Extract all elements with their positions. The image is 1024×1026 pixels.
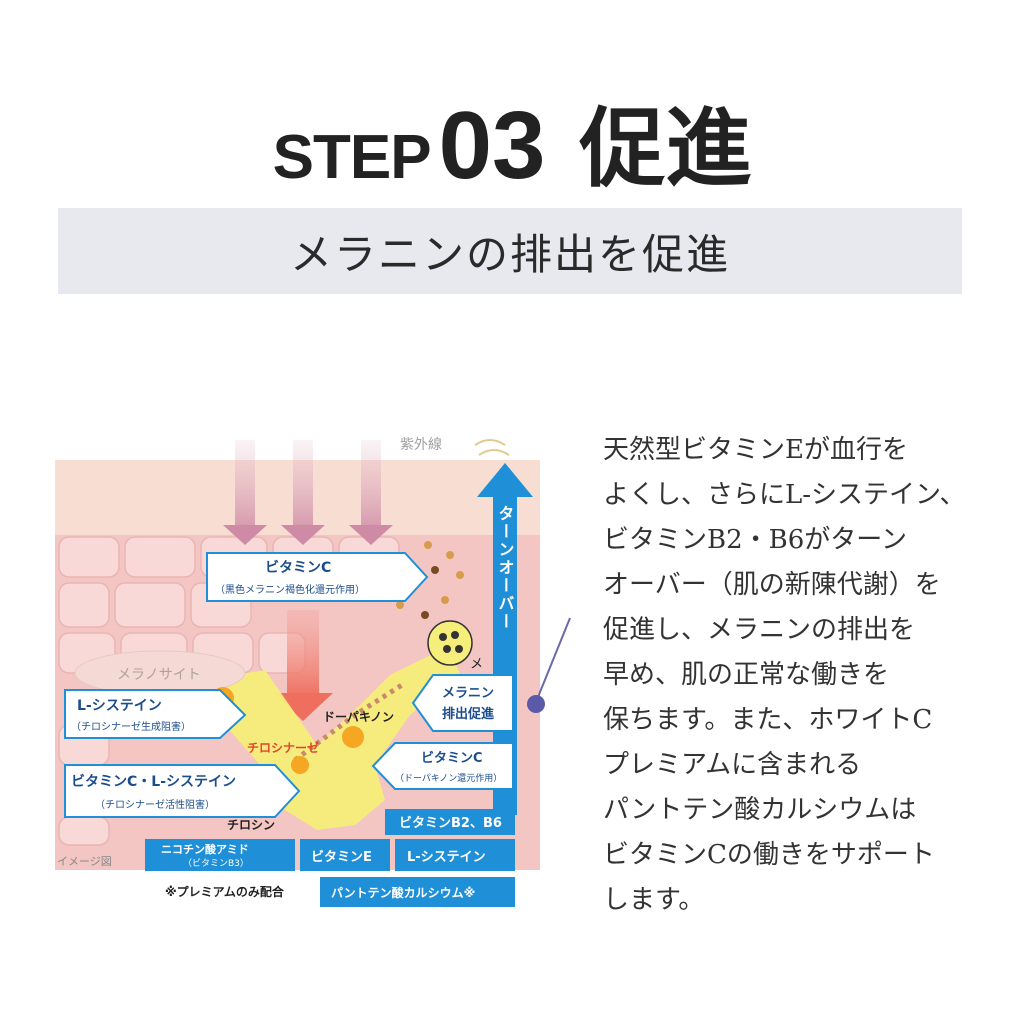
red-arrow	[273, 610, 333, 721]
connector-line	[527, 617, 571, 713]
svg-text:L-システイン: L-システイン	[77, 698, 162, 714]
paragraph-line: します。	[603, 885, 705, 915]
ingredient-vitamin-e: ビタミンE	[300, 839, 390, 871]
dotted-path	[293, 680, 407, 762]
turnover-arrow	[477, 463, 533, 815]
turnover-label: ターンオーバー	[496, 505, 515, 631]
paragraph-line: よくし、さらにL-システイン、	[603, 480, 966, 510]
melanocyte-shape	[205, 647, 460, 830]
melanin-diagram: ターンオーバー 紫外線 メラノサイト メ	[55, 425, 545, 915]
uv-wave-icon	[474, 439, 510, 456]
ingredient-l-cysteine: L-システイン	[395, 839, 515, 871]
melanin-partial-label: メ	[470, 657, 483, 672]
paragraph-line: 促進し、メラニンの排出を	[603, 615, 916, 645]
description-text: 天然型ビタミンEが血行を よくし、さらにL-システイン、 ビタミンB2・B6がタ…	[603, 428, 983, 923]
step-word: 促進	[579, 98, 752, 199]
paragraph-line: ビタミンCの働きをサポート	[603, 840, 935, 870]
paragraph-line: ビタミンB2・B6がターン	[603, 525, 907, 555]
vitamin-c-callout: ビタミンC （黒色メラニン褐色化還元作用）	[206, 552, 429, 602]
svg-text:ビタミンC: ビタミンC	[265, 560, 331, 576]
svg-text:（ビタミンB3）: （ビタミンB3）	[183, 858, 249, 869]
uv-label: 紫外線	[400, 437, 442, 453]
svg-text:排出促進: 排出促進	[442, 706, 494, 722]
svg-text:ビタミンE: ビタミンE	[311, 849, 372, 865]
dopaquinone-label: ドーパキノン	[323, 710, 394, 724]
melanocyte-label: メラノサイト	[117, 667, 201, 683]
uv-arrows	[223, 440, 393, 545]
svg-text:（チロシナーゼ活性阻害）: （チロシナーゼ活性阻害）	[95, 798, 215, 811]
ingredient-niacinamide: ニコチン酸アミド （ビタミンB3）	[145, 839, 295, 871]
page-title: STEP03 促進	[0, 78, 1024, 203]
svg-text:（ドーパキノン還元作用）: （ドーパキノン還元作用）	[395, 772, 502, 784]
paragraph-line: プレミアムに含まれる	[603, 750, 862, 780]
step-number: 03	[438, 92, 546, 199]
svg-text:ビタミンC: ビタミンC	[421, 750, 483, 766]
image-note: イメージ図	[57, 855, 112, 868]
svg-text:ビタミンB2、B6: ビタミンB2、B6	[399, 815, 502, 831]
step-label: STEP	[272, 123, 432, 192]
premium-note: ※プレミアムのみ配合	[165, 884, 285, 899]
svg-text:メラニン: メラニン	[442, 686, 494, 701]
tyrosine-label: チロシン	[227, 818, 275, 832]
svg-text:L-システイン: L-システイン	[407, 850, 486, 865]
melanin-dots	[396, 541, 464, 619]
svg-text:ニコチン酸アミド: ニコチン酸アミド	[161, 842, 249, 856]
ingredient-pantothenate: パントテン酸カルシウム※	[320, 877, 515, 907]
vitamin-c-l-cysteine-callout: ビタミンC・L-システイン （チロシナーゼ活性阻害）	[64, 764, 301, 818]
subtitle-text: メラニンの排出を促進	[289, 229, 730, 279]
vitamin-c-dopaquinone-callout: ビタミンC （ドーパキノン還元作用）	[371, 742, 514, 790]
melanin-excrete-callout: メラニン 排出促進	[411, 674, 514, 732]
svg-text:（チロシナーゼ生成阻害）: （チロシナーゼ生成阻害）	[71, 720, 191, 733]
ingredient-b2-b6: ビタミンB2、B6	[385, 809, 515, 835]
l-cysteine-callout: L-システイン （チロシナーゼ生成阻害）	[64, 689, 247, 739]
svg-text:ビタミンC・L-システイン: ビタミンC・L-システイン	[71, 774, 236, 790]
paragraph-line: オーバー（肌の新陳代謝）を	[603, 570, 941, 600]
paragraph-line: 保ちます。また、ホワイトC	[603, 705, 933, 735]
paragraph-line: 早め、肌の正常な働きを	[603, 660, 890, 690]
tyrosinase-label: チロシナーゼ	[247, 740, 319, 755]
svg-text:パントテン酸カルシウム※: パントテン酸カルシウム※	[331, 885, 475, 900]
paragraph-line: パントテン酸カルシウムは	[603, 795, 917, 825]
paragraph-line: 天然型ビタミンEが血行を	[603, 435, 908, 465]
subtitle-banner: メラニンの排出を促進	[58, 208, 962, 294]
melanin-cluster	[427, 620, 473, 666]
svg-text:（黒色メラニン褐色化還元作用）: （黒色メラニン褐色化還元作用）	[215, 583, 365, 596]
